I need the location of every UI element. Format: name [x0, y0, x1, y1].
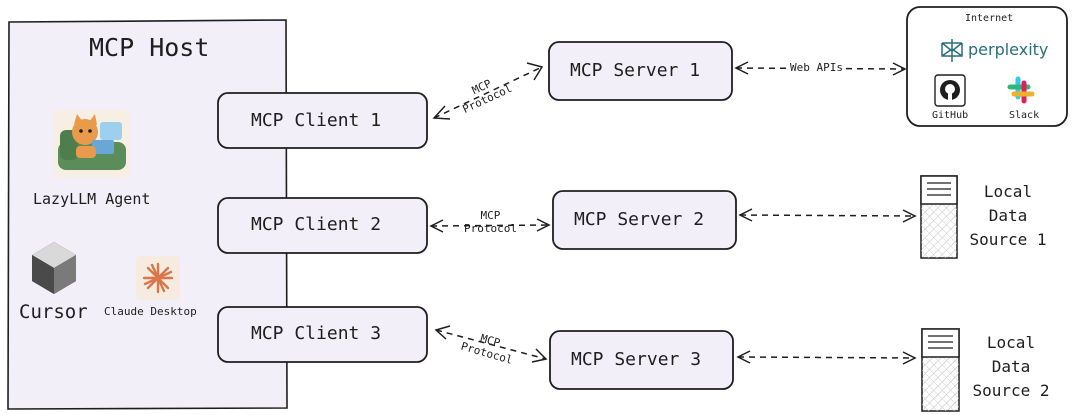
- server-2-box[interactable]: [552, 190, 737, 250]
- protocol-label-2: MCP Protocol: [464, 209, 517, 235]
- connectors: [429, 61, 917, 365]
- data-source-2-line2: Data: [991, 357, 1031, 376]
- slack-icon: [1007, 76, 1035, 104]
- host-title: MCP Host: [89, 33, 210, 62]
- perplexity-icon: [941, 39, 963, 62]
- server-2-label: MCP Server 2: [574, 209, 705, 230]
- server-3-box[interactable]: [549, 330, 734, 390]
- data-source-1-line1: Local: [983, 182, 1033, 201]
- data-source-2-label: Local Data Source 2: [970, 331, 1052, 403]
- protocol-label-2-line1: MCP: [480, 209, 501, 222]
- data-source-1-icon: [920, 175, 958, 259]
- github-label: GitHub: [932, 110, 969, 121]
- internet-box: [906, 6, 1068, 127]
- data-source-2-icon: [921, 328, 960, 412]
- data-source-2-line1: Local: [986, 333, 1036, 352]
- connector-client2-server2: [430, 224, 550, 227]
- lazyllm-agent-icon: [54, 110, 130, 178]
- claude-desktop-label: Claude Desktop: [104, 305, 197, 318]
- data-source-1-line2: Data: [988, 206, 1028, 225]
- client-1-label: MCP Client 1: [251, 110, 382, 131]
- internet-title: Internet: [965, 13, 1014, 24]
- slack-label: Slack: [1009, 110, 1040, 121]
- protocol-label-2-line2: Protocol: [464, 222, 517, 235]
- data-source-2-line3: Source 2: [972, 381, 1050, 400]
- perplexity-label: perplexity: [968, 40, 1049, 59]
- cursor-label: Cursor: [19, 301, 88, 323]
- client-3-label: MCP Client 3: [251, 323, 382, 344]
- github-icon: [934, 74, 966, 107]
- client-2-label: MCP Client 2: [251, 214, 382, 235]
- connector-server2-source1: [739, 214, 916, 217]
- connector-server3-source2: [737, 356, 916, 359]
- server-1-label: MCP Server 1: [570, 60, 701, 81]
- server-3-label: MCP Server 3: [571, 349, 702, 370]
- web-apis-label: Web APIs: [788, 61, 845, 74]
- client-2-box[interactable]: [217, 197, 428, 254]
- connector-client3-server3: [435, 329, 547, 360]
- client-1-box[interactable]: [217, 92, 428, 149]
- data-source-1-line3: Source 1: [969, 230, 1047, 249]
- lazyllm-agent-label: LazyLLM Agent: [33, 190, 151, 208]
- server-1-box[interactable]: [548, 41, 733, 101]
- connector-client1-server1: [433, 66, 543, 119]
- claude-desktop-icon: [136, 256, 180, 300]
- cursor-icon: [32, 242, 76, 294]
- data-source-1-label: Local Data Source 1: [968, 180, 1048, 252]
- client-3-box[interactable]: [217, 306, 428, 363]
